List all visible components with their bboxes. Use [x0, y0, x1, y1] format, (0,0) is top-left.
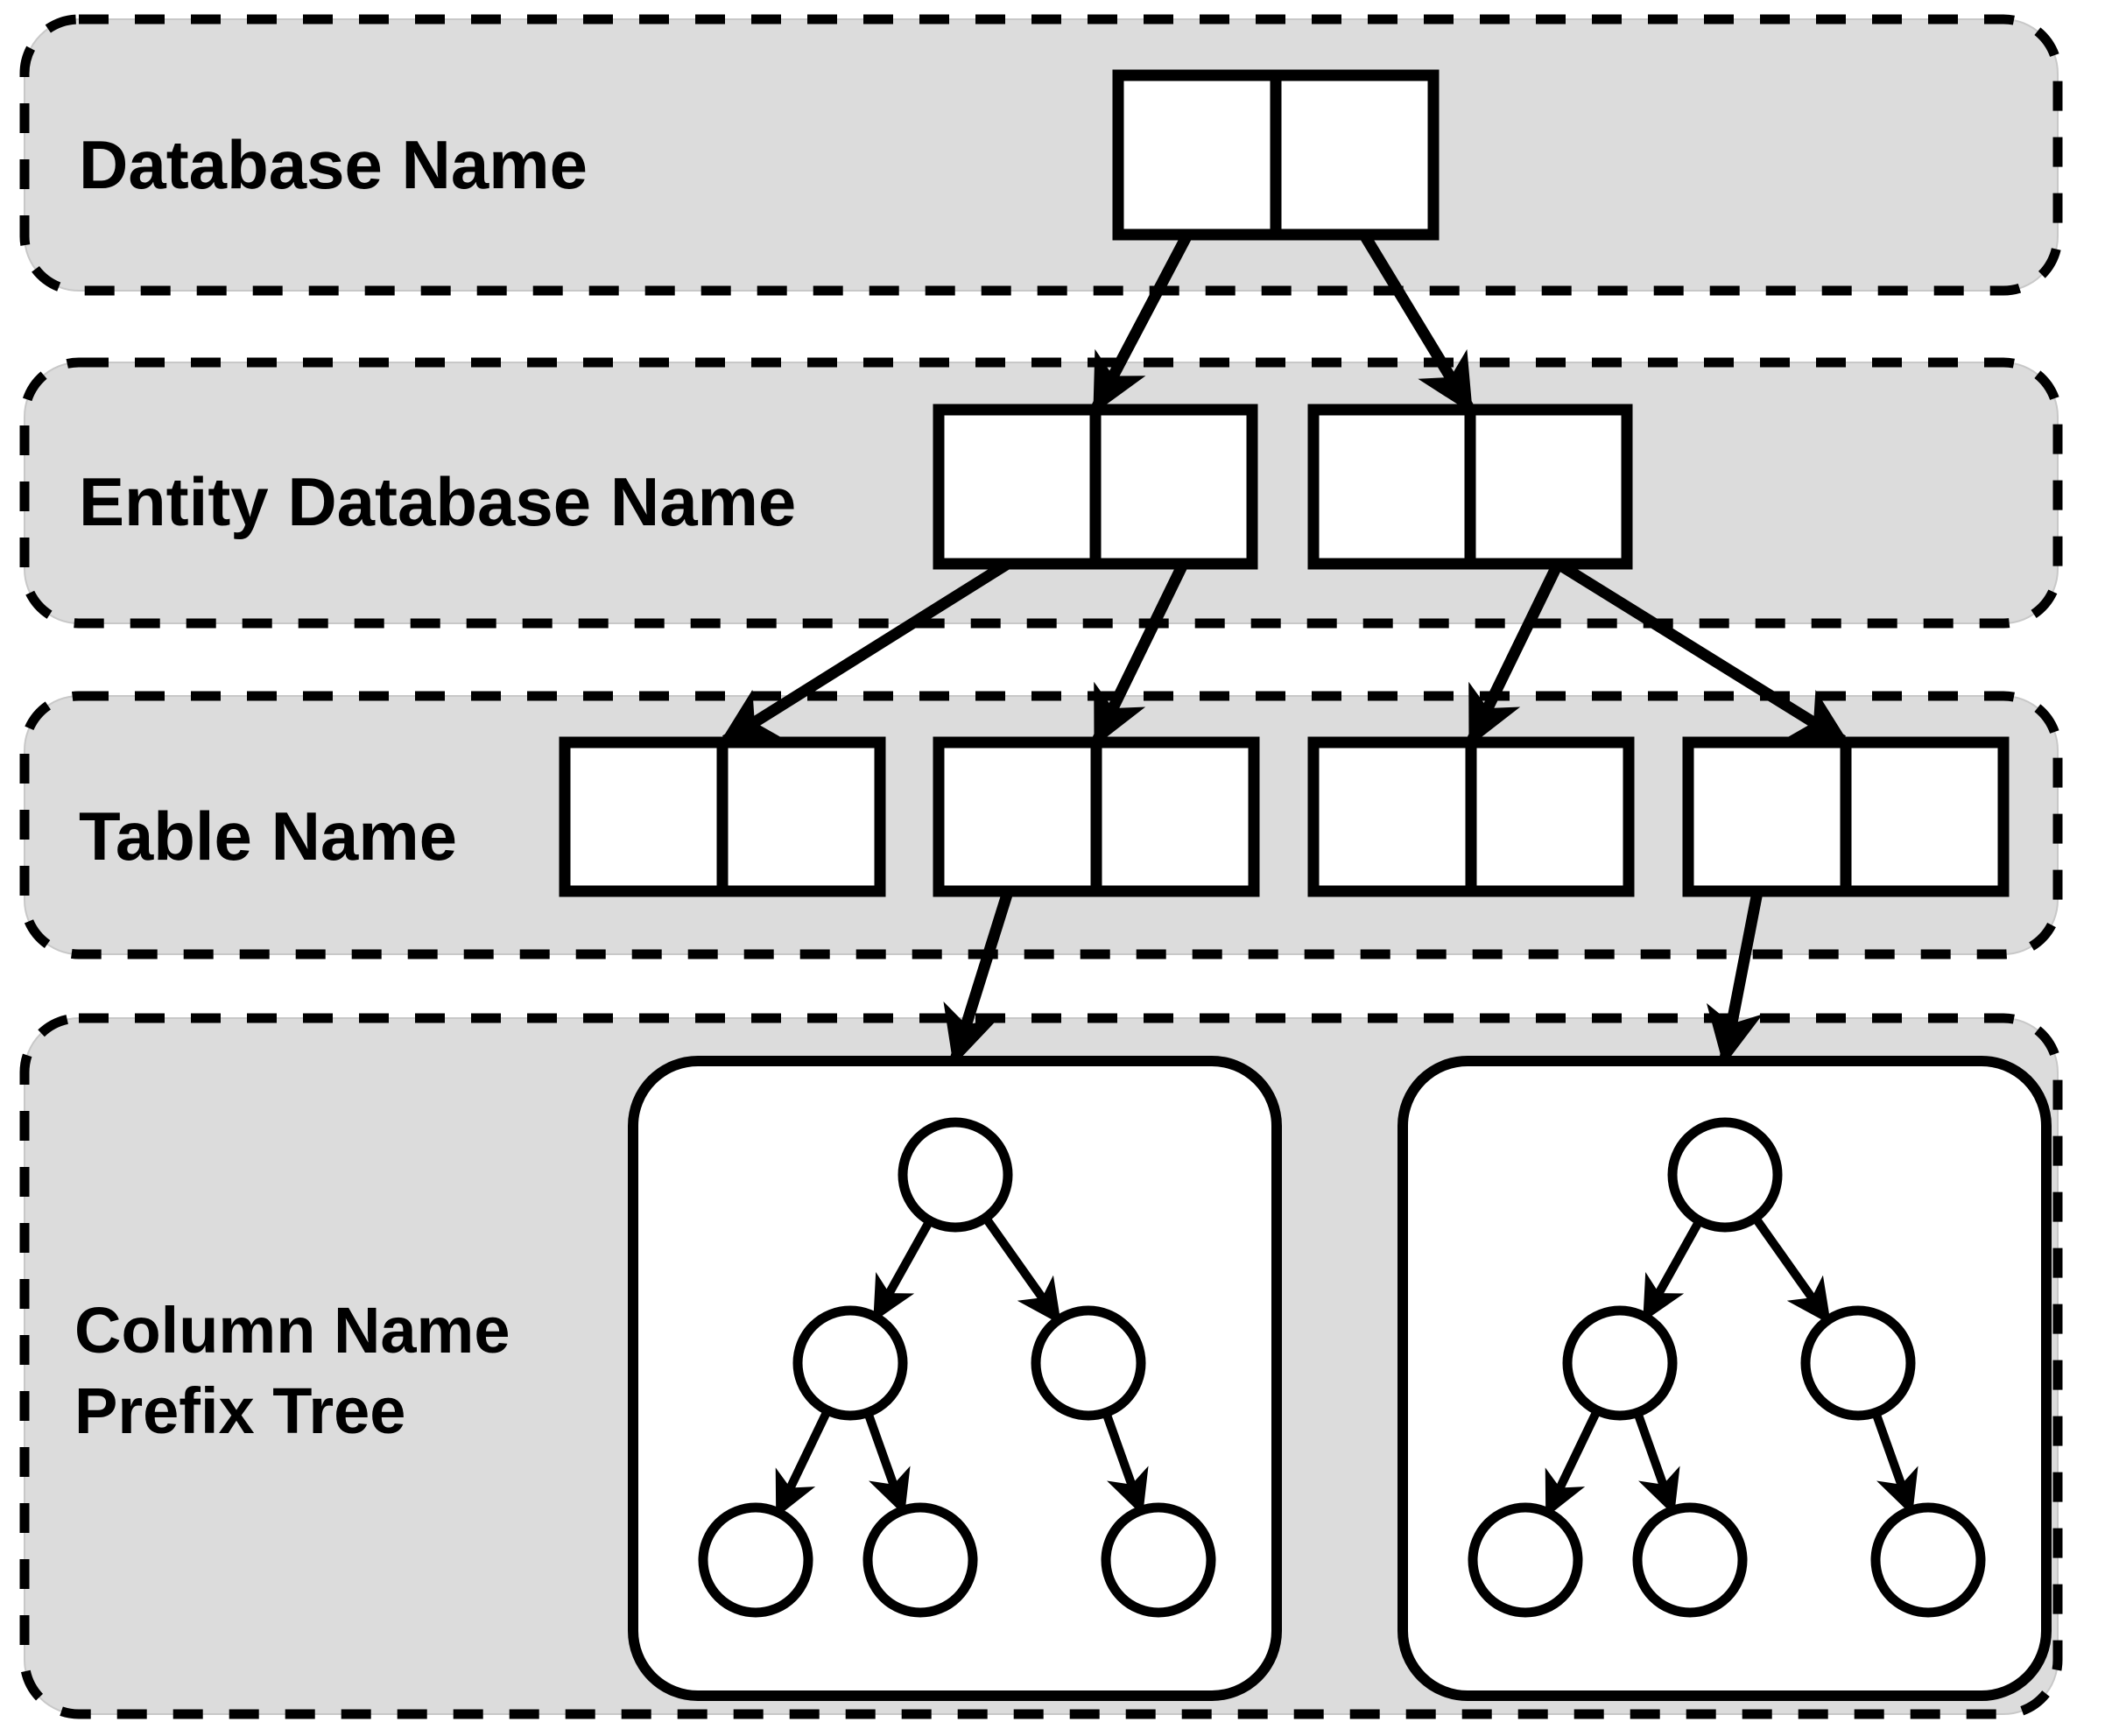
prefix-tree-node-n-ll: [1468, 1502, 1583, 1618]
edge-table-name-node3-to-column-name-prefix-tree-tree1: [1706, 889, 1764, 1066]
prefix-tree-node-n-rr: [1101, 1502, 1216, 1618]
node-box-entity-database-name-0: [933, 404, 1258, 570]
prefix-trees: [628, 1056, 2052, 1701]
hierarchy-edges: [718, 231, 1850, 1066]
prefix-tree-node-n-r: [1800, 1305, 1916, 1421]
node-box-table-name-2: [1307, 736, 1635, 897]
edge-entity-database-name-node1-to-table-name-node3: [1554, 559, 1850, 746]
prefix-tree-node-n-r: [1031, 1305, 1146, 1421]
node-box-table-name-0: [559, 736, 886, 897]
band-border-column-name-prefix-tree: [19, 1013, 2063, 1719]
prefix-tree-node-n-lr: [1632, 1502, 1748, 1618]
prefix-tree-link: [1631, 1407, 1680, 1516]
band-border-entity-database-name: [19, 357, 2063, 629]
edge-entity-database-name-node0-to-table-name-node1: [1092, 561, 1189, 748]
edge-database-name-node0-to-entity-database-name-node0: [1092, 231, 1193, 415]
node-box-database-name-0: [1112, 69, 1440, 241]
band-border-database-name: [19, 14, 2063, 296]
prefix-tree-link: [1749, 1212, 1831, 1325]
layer-nodes: [559, 69, 2010, 897]
edge-database-name-node0-to-entity-database-name-node1: [1359, 231, 1474, 414]
prefix-tree-node-n-rr: [1870, 1502, 1986, 1618]
node-box-entity-database-name-1: [1307, 404, 1633, 570]
label-database-name: Database Name: [79, 126, 588, 203]
prefix-tree-node-root: [1667, 1117, 1783, 1233]
prefix-tree-node-n-l: [792, 1305, 908, 1421]
node-box-table-name-3: [1682, 736, 2010, 897]
label-line-0: Column Name: [74, 1294, 510, 1367]
prefix-tree-link: [1642, 1214, 1706, 1323]
label-line-1: Prefix Tree: [74, 1374, 405, 1447]
label-entity-database-name: Entity Database Name: [79, 463, 796, 540]
edge-entity-database-name-node0-to-table-name-node0: [718, 559, 1011, 746]
prefix-tree-node-root: [898, 1117, 1013, 1233]
prefix-tree-link: [1100, 1407, 1149, 1516]
prefix-tree-link: [1544, 1404, 1603, 1518]
band-border-table-name: [19, 691, 2063, 959]
prefix-tree-link: [979, 1212, 1061, 1325]
prefix-tree-0: [628, 1056, 1282, 1701]
prefix-tree-link: [774, 1404, 834, 1518]
prefix-tree-link: [872, 1214, 936, 1323]
prefix-tree-node-n-lr: [862, 1502, 978, 1618]
prefix-tree-node-n-l: [1562, 1305, 1678, 1421]
prefix-tree-1: [1397, 1056, 2052, 1701]
prefix-tree-link: [862, 1407, 911, 1516]
node-box-table-name-1: [933, 736, 1260, 897]
prefix-tree-node-n-ll: [698, 1502, 813, 1618]
edge-entity-database-name-node1-to-table-name-node2: [1467, 561, 1564, 748]
prefix-tree-link: [1869, 1407, 1918, 1516]
label-table-name: Table Name: [79, 798, 457, 875]
edge-table-name-node1-to-column-name-prefix-tree-tree0: [943, 889, 1014, 1066]
